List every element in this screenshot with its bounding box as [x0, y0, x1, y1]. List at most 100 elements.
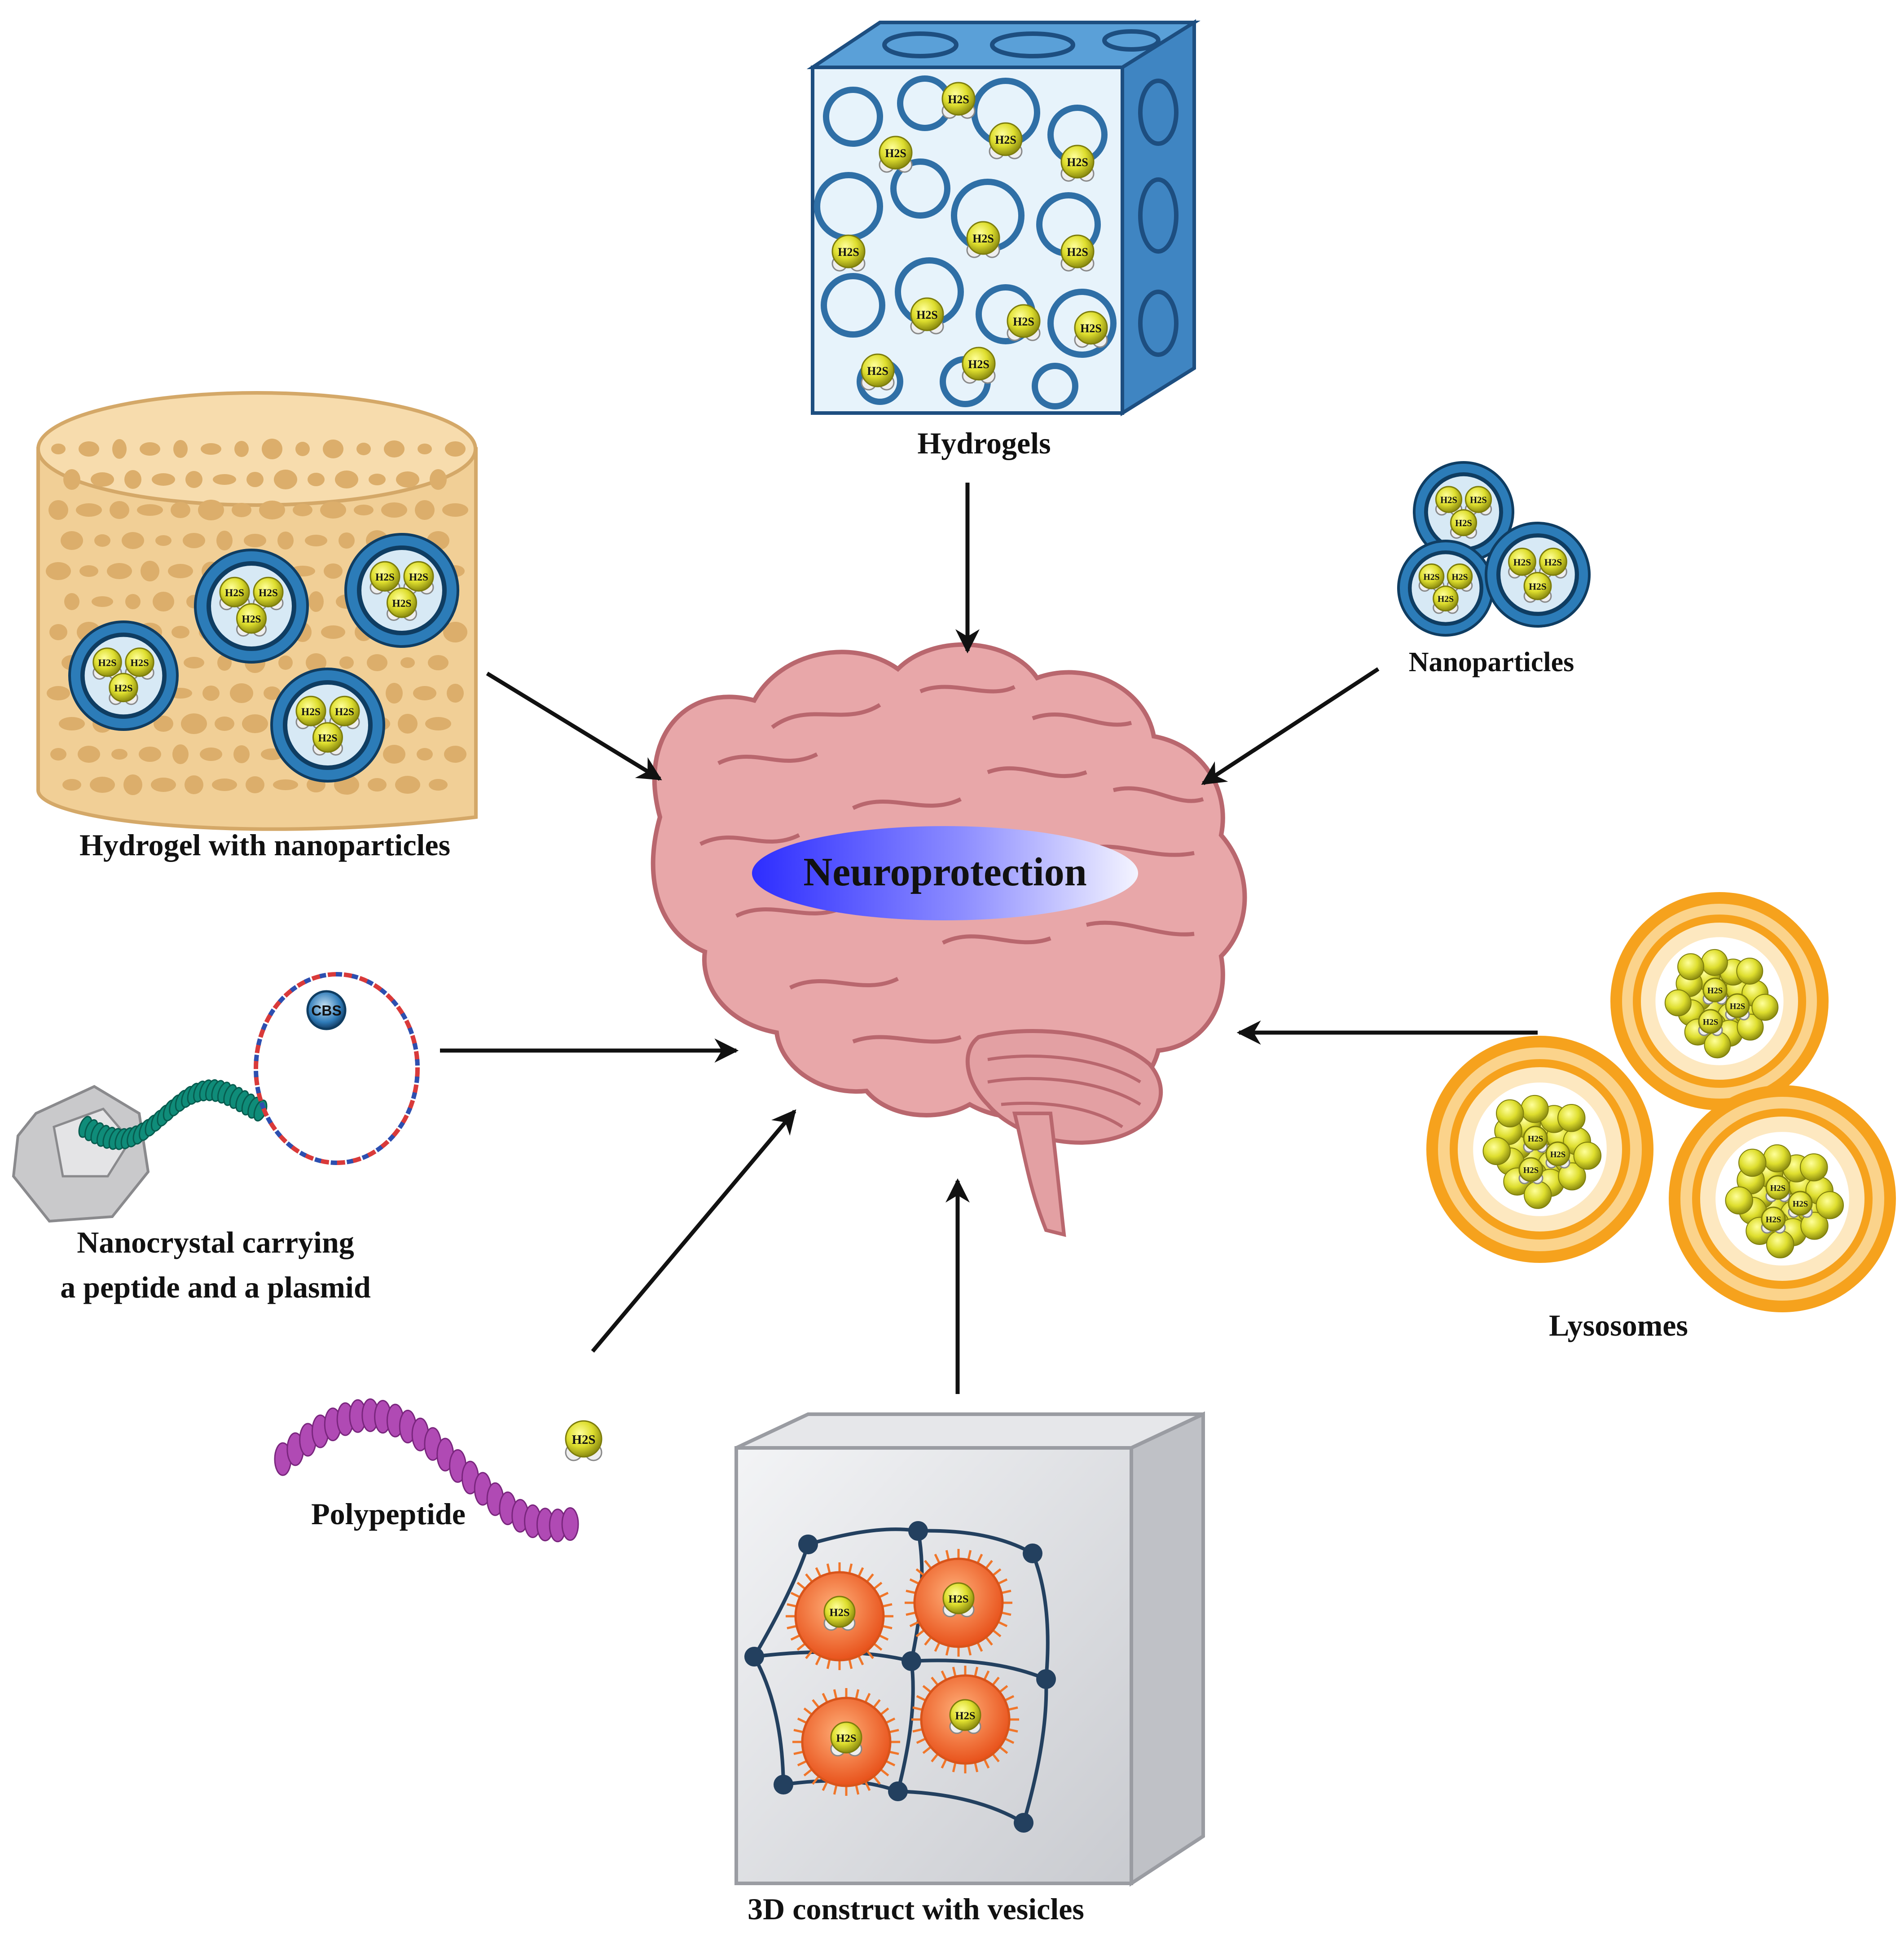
- nanoparticle: H2S H2S H2S: [1397, 540, 1494, 637]
- h2s-label: H2S: [1080, 322, 1102, 335]
- h2s-molecule: H2S: [329, 695, 360, 730]
- h2s-label: H2S: [1067, 246, 1088, 259]
- h2s-molecule: H2S: [1523, 572, 1552, 603]
- hydrogel-with-nanoparticles-label: Hydrogel with nanoparticles: [79, 828, 450, 862]
- h2s-label: H2S: [1730, 1002, 1745, 1011]
- h2s-label: H2S: [114, 682, 132, 694]
- h2s-molecule: H2S: [949, 1699, 981, 1734]
- h2s-label: H2S: [949, 1593, 969, 1605]
- nanocrystal-label-line1: Nanocrystal carrying: [77, 1225, 354, 1259]
- vesicle-network: H2S H2S H2S H2S: [744, 1521, 1056, 1833]
- h2s-molecule: H2S: [1464, 486, 1492, 516]
- nanoparticle: H2S H2S H2S: [68, 620, 179, 731]
- h2s-label: H2S: [1067, 156, 1088, 169]
- hydrogel-h2s-molecules: H2S H2S H2S H2S H2S H2S H2S H2S H2S H2S H2S H2S: [831, 82, 1108, 391]
- h2s-molecule: H2S: [1788, 1191, 1813, 1218]
- cbs-text: CBS: [311, 1003, 342, 1019]
- h2s-label: H2S: [836, 1733, 857, 1745]
- h2s-molecule: H2S: [962, 347, 996, 384]
- h2s-molecule: H2S: [989, 122, 1023, 159]
- h2s-label: H2S: [972, 232, 994, 245]
- h2s-label: H2S: [968, 358, 989, 371]
- lysosome: H2S H2S H2S: [1426, 1036, 1653, 1263]
- arrow-from-polypeptide: [591, 1109, 796, 1353]
- lysosome: H2S H2S H2S: [1669, 1085, 1896, 1312]
- h2s-molecule: H2S: [295, 695, 326, 730]
- h2s-molecule: H2S: [1725, 993, 1750, 1020]
- neuroprotection-badge: Neuroprotection: [752, 826, 1138, 920]
- arrow-from-hydrogel-with-nanoparticles: [486, 672, 662, 781]
- h2s-molecule: H2S: [1765, 1175, 1790, 1202]
- nanoparticle: H2S H2S H2S: [1413, 461, 1514, 563]
- h2s-label: H2S: [1528, 1134, 1543, 1143]
- h2s-molecule: H2S: [1447, 563, 1473, 592]
- brain-illustration: [651, 642, 1247, 1237]
- h2s-molecule: H2S: [236, 603, 267, 637]
- h2s-molecule: H2S: [1074, 311, 1108, 348]
- h2s-molecule: H2S: [910, 297, 944, 334]
- h2s-label: H2S: [318, 733, 338, 744]
- h2s-label: H2S: [1550, 1150, 1565, 1159]
- hydrogel-cube: [806, 19, 1200, 417]
- nanocrystal: [12, 1085, 150, 1223]
- h2s-label: H2S: [1544, 557, 1562, 568]
- h2s-molecule: H2S: [1698, 1009, 1723, 1036]
- h2s-molecule: H2S: [1060, 145, 1095, 182]
- h2s-molecule: H2S: [403, 561, 434, 595]
- h2s-molecule: H2S: [1545, 1141, 1570, 1169]
- h2s-label: H2S: [1455, 519, 1472, 528]
- h2s-molecule: H2S: [861, 353, 895, 391]
- h2s-label: H2S: [1523, 1165, 1539, 1175]
- h2s-molecule: H2S: [830, 1721, 862, 1757]
- h2s-label: H2S: [1529, 581, 1546, 592]
- h2s-molecule: H2S: [823, 1596, 856, 1631]
- orange-vesicle: H2S: [905, 1549, 1012, 1657]
- cbs-ball: CBS: [306, 990, 347, 1030]
- h2s-label: H2S: [1013, 315, 1034, 328]
- h2s-molecule: H2S: [1435, 486, 1463, 516]
- glass-cube: [734, 1411, 1205, 1887]
- h2s-label: H2S: [1703, 1017, 1718, 1027]
- h2s-molecule: H2S: [942, 1582, 975, 1618]
- nanoparticles-label: Nanoparticles: [1409, 647, 1574, 677]
- h2s-molecule: H2S: [369, 561, 400, 595]
- arrow-from-nanoparticles: [1201, 667, 1380, 785]
- h2s-label: H2S: [955, 1710, 976, 1722]
- h2s-molecule: H2S: [1060, 234, 1095, 272]
- h2s-label: H2S: [1793, 1199, 1808, 1209]
- h2s-label: H2S: [572, 1433, 596, 1447]
- h2s-molecule: H2S: [565, 1420, 602, 1461]
- hydrogels-label: Hydrogels: [917, 426, 1051, 460]
- h2s-molecule: H2S: [941, 82, 976, 119]
- h2s-label: H2S: [1770, 1183, 1785, 1193]
- h2s-label: H2S: [885, 147, 906, 160]
- h2s-molecule: H2S: [1433, 585, 1459, 614]
- h2s-label: H2S: [1423, 572, 1439, 582]
- h2s-molecule: H2S: [831, 234, 866, 272]
- polypeptide-chain: [274, 1398, 579, 1543]
- h2s-molecule: H2S: [312, 722, 343, 756]
- h2s-label: H2S: [98, 657, 116, 668]
- h2s-label: H2S: [916, 308, 938, 321]
- h2s-label: H2S: [1766, 1215, 1781, 1224]
- construct-label: 3D construct with vesicles: [748, 1892, 1084, 1926]
- h2s-molecule: H2S: [966, 221, 1000, 258]
- nanoparticle: H2S H2S H2S: [344, 533, 459, 648]
- polypeptide-h2s: H2S: [565, 1420, 602, 1461]
- h2s-molecule: H2S: [1450, 509, 1477, 539]
- h2s-molecule: H2S: [125, 647, 154, 680]
- arrows: [440, 483, 1538, 1394]
- h2s-label: H2S: [130, 657, 149, 668]
- plasmid-ring: [254, 972, 420, 1165]
- h2s-label: H2S: [1438, 594, 1454, 604]
- h2s-label: H2S: [948, 93, 969, 106]
- h2s-label: H2S: [1440, 496, 1457, 506]
- h2s-label: H2S: [392, 598, 412, 610]
- h2s-label: H2S: [242, 614, 261, 625]
- h2s-label: H2S: [375, 572, 395, 583]
